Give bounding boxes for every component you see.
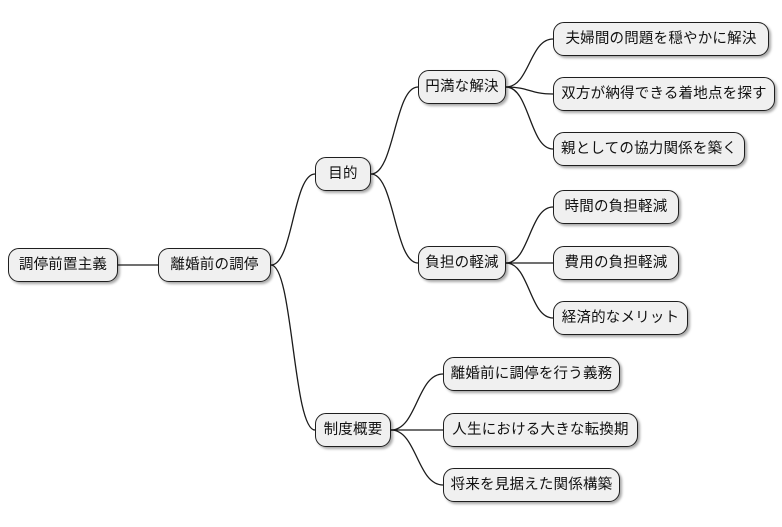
mindmap-node[interactable]: 費用の負担軽減 <box>553 246 679 280</box>
mindmap-node[interactable]: 将来を見据えた関係構築 <box>443 468 620 502</box>
mindmap-edge <box>505 262 554 319</box>
node-label: 夫婦間の問題を穏やかに解決 <box>565 30 757 47</box>
mindmap-node[interactable]: 負担の軽減 <box>418 246 506 280</box>
node-label: 時間の負担軽減 <box>564 198 668 215</box>
mindmap-edge <box>505 38 554 88</box>
mindmap-node[interactable]: 時間の負担軽減 <box>553 190 679 224</box>
mindmap-edge <box>505 206 554 264</box>
mindmap-edge <box>370 173 419 264</box>
mindmap-edge <box>505 86 554 150</box>
mindmap-node[interactable]: 離婚前に調停を行う義務 <box>443 357 620 391</box>
node-label: 経済的なメリット <box>561 309 680 326</box>
mindmap-node[interactable]: 夫婦間の問題を穏やかに解決 <box>553 22 769 56</box>
node-label: 負担の軽減 <box>425 254 499 271</box>
mindmap-node[interactable]: 円満な解決 <box>418 70 506 104</box>
mindmap-edge <box>270 173 316 266</box>
mindmap-node[interactable]: 双方が納得できる着地点を探す <box>553 77 775 111</box>
mindmap-edge <box>390 373 444 431</box>
node-label: 費用の負担軽減 <box>564 254 668 271</box>
mindmap-edge <box>270 264 316 431</box>
mindmap-node[interactable]: 経済的なメリット <box>553 301 688 335</box>
node-label: 調停前置主義 <box>18 256 108 273</box>
node-label: 親としての協力関係を築く <box>561 140 737 157</box>
mindmap-edge <box>505 86 554 95</box>
node-label: 離婚前の調停 <box>170 256 259 273</box>
mindmap-edge <box>390 429 444 486</box>
node-label: 円満な解決 <box>425 78 499 95</box>
node-label: 将来を見据えた関係構築 <box>450 476 613 493</box>
mindmap-node[interactable]: 目的 <box>315 157 371 191</box>
node-label: 双方が納得できる着地点を探す <box>561 85 767 102</box>
node-label: 目的 <box>328 165 358 182</box>
mindmap-root-node[interactable]: 調停前置主義 <box>8 248 118 282</box>
node-label: 人生における大きな転換期 <box>452 421 629 438</box>
mindmap-node[interactable]: 離婚前の調停 <box>158 248 271 282</box>
node-label: 制度概要 <box>323 421 383 438</box>
mindmap-node[interactable]: 親としての協力関係を築く <box>553 132 745 166</box>
node-label: 離婚前に調停を行う義務 <box>450 365 613 382</box>
mindmap-node[interactable]: 制度概要 <box>315 413 391 447</box>
mindmap-edge <box>370 86 419 175</box>
mindmap-node[interactable]: 人生における大きな転換期 <box>443 413 638 447</box>
